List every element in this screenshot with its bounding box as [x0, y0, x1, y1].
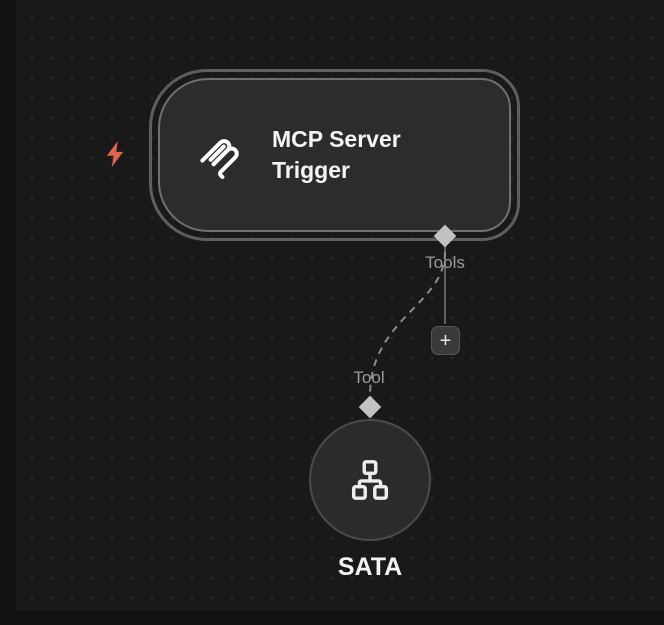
- trigger-node-selection-outline: MCP Server Trigger: [149, 69, 520, 241]
- mcp-logo-icon: [196, 131, 244, 179]
- trigger-node-title: MCP Server Trigger: [272, 126, 401, 183]
- tool-input-label: Tool: [353, 368, 385, 387]
- sata-tool-node[interactable]: [309, 419, 431, 541]
- mcp-server-trigger-node[interactable]: MCP Server Trigger: [158, 78, 511, 232]
- lightning-bolt-icon: [102, 140, 128, 168]
- add-tool-button[interactable]: +: [431, 326, 460, 355]
- sata-node-title: SATA: [337, 553, 403, 581]
- tools-output-label: Tools: [425, 253, 465, 272]
- sitemap-icon: [347, 457, 393, 503]
